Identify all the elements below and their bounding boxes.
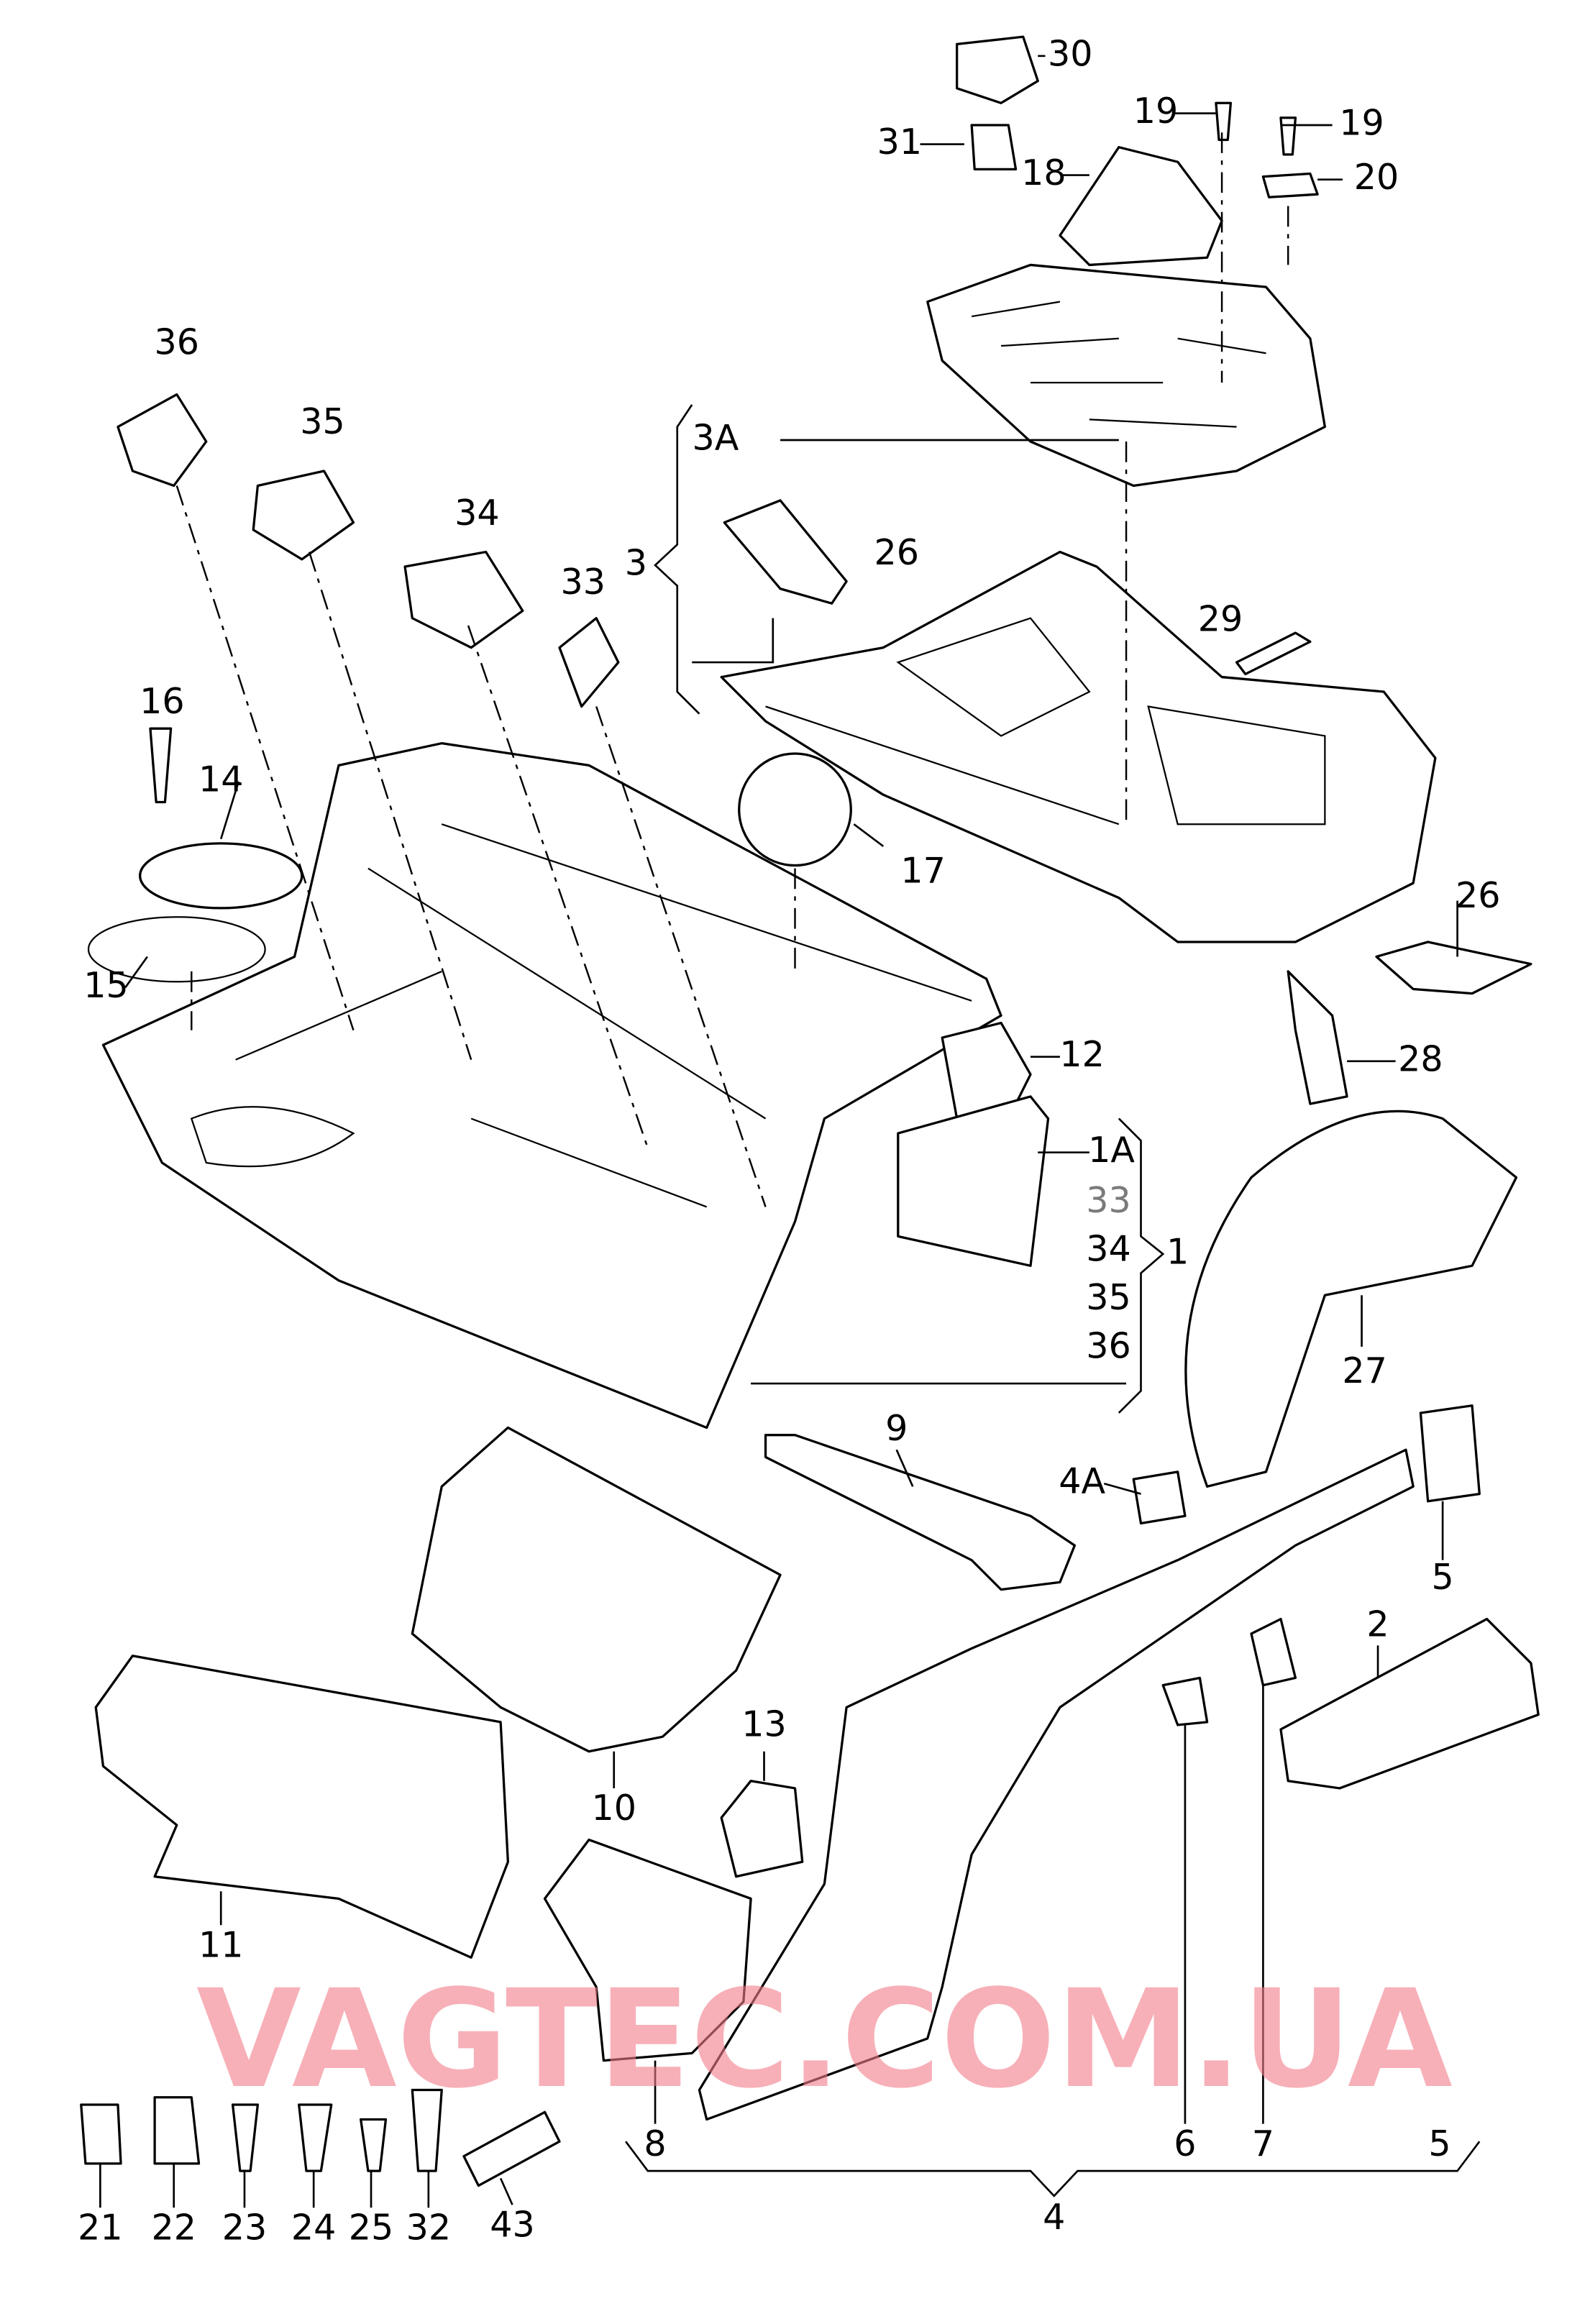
callout-4a: 4A [1059,1460,1105,1502]
part-pad-33 [558,617,620,708]
part-fastener-23 [231,2103,260,2172]
callout-3: 3 [625,541,647,583]
part-member-28 [1287,970,1348,1105]
part-fastener-25 [360,2118,388,2172]
part-fastener-32 [411,2088,443,2172]
callout-5: 5 [1431,1556,1453,1598]
part-bracket-26a [723,499,848,605]
part-pad-34 [403,550,524,649]
callout-43: 43 [490,2203,535,2245]
callout-34-sub: 34 [1086,1227,1131,1269]
part-bracket-7 [1250,1617,1297,1687]
callout-1: 1 [1166,1230,1189,1272]
part-clip-6 [1161,1676,1209,1726]
callout-19: 19 [1133,90,1179,132]
callout-31: 31 [877,121,923,163]
callout-13: 13 [741,1703,787,1744]
part-bracket-13 [720,1780,804,1878]
callout-23: 23 [222,2207,268,2248]
part-plug-17 [738,752,852,867]
part-plate-5 [1419,1404,1481,1503]
callout-26: 26 [874,531,919,573]
callout-8: 8 [644,2123,666,2164]
callout-27: 27 [1342,1350,1387,1391]
callout-20: 20 [1354,156,1399,198]
callout-29: 29 [1198,598,1243,639]
leader-lines [99,55,1481,2208]
callout-17: 17 [900,849,945,891]
part-bracket-26b [1375,941,1532,995]
callout-14: 14 [198,758,244,800]
callout-18: 18 [1021,152,1066,193]
callout-33: 33 [561,561,606,603]
part-screw-16 [149,727,173,804]
callout-21: 21 [78,2207,122,2248]
callout-16: 16 [140,680,184,722]
part-ring-15 [87,916,266,983]
part-rear-floor-upper [926,263,1327,488]
part-member-2 [1279,1617,1540,1790]
watermark: VAGTEC.COM.UA [196,1961,1453,2118]
callout-11: 11 [198,1924,244,1966]
part-bolt-19b [1279,116,1297,156]
callout-33-sub: 33 [1086,1179,1131,1221]
callout-labels: 30 31 19 19 18 20 36 35 34 33 3A 3 26 29… [78,32,1500,2248]
callout-4: 4 [1043,2196,1065,2238]
callout-24: 24 [291,2207,337,2248]
part-plate-14 [139,842,303,910]
part-fastener-22 [153,2096,201,2165]
callout-28: 28 [1398,1038,1443,1079]
callout-25: 25 [349,2207,394,2248]
part-member-8 [543,1838,752,2062]
callout-12: 12 [1059,1033,1105,1075]
part-side-member-4 [698,1448,1415,2121]
part-cartridge-43 [462,2110,561,2187]
callout-22: 22 [151,2207,196,2248]
part-pad-35 [252,470,355,561]
part-pad-36 [116,393,208,488]
callout-35-sub: 35 [1086,1276,1131,1318]
callout-5: 5 [1428,2123,1450,2164]
callout-30: 30 [1048,32,1093,74]
callout-36-sub: 36 [1086,1325,1131,1366]
part-wheelhouse-27 [1184,1110,1518,1488]
part-pin-29 [1235,631,1312,676]
callout-19: 19 [1339,101,1384,143]
part-crossmember-9 [764,1434,1077,1591]
part-bracket-1a [897,1095,1050,1267]
part-front-floor-1 [101,742,1002,1429]
part-clip-20 [1261,172,1319,198]
callout-10: 10 [591,1787,636,1829]
callout-3a: 3A [693,417,739,459]
dash-lines [175,132,1289,1207]
callout-15: 15 [83,964,129,1006]
callout-7: 7 [1252,2123,1274,2164]
callout-6: 6 [1174,2123,1196,2164]
callout-2: 2 [1366,1603,1389,1644]
part-bolt-19a [1215,101,1233,142]
callout-32: 32 [406,2207,451,2248]
callout-34: 34 [454,492,500,534]
part-fastener-21 [80,2103,122,2165]
part-tunnel-10 [411,1426,782,1753]
part-rear-floor-3 [720,550,1437,943]
part-cap-30 [956,35,1039,171]
callout-36: 36 [155,321,200,362]
part-fastener-24 [298,2103,333,2172]
part-member-11 [94,1655,509,1959]
callout-26: 26 [1456,874,1500,916]
callout-35: 35 [300,401,345,442]
part-bracket-18 [1059,146,1223,267]
callout-1a: 1A [1088,1129,1135,1171]
callout-9: 9 [885,1407,908,1449]
part-grommet-4a [1132,1470,1187,1525]
